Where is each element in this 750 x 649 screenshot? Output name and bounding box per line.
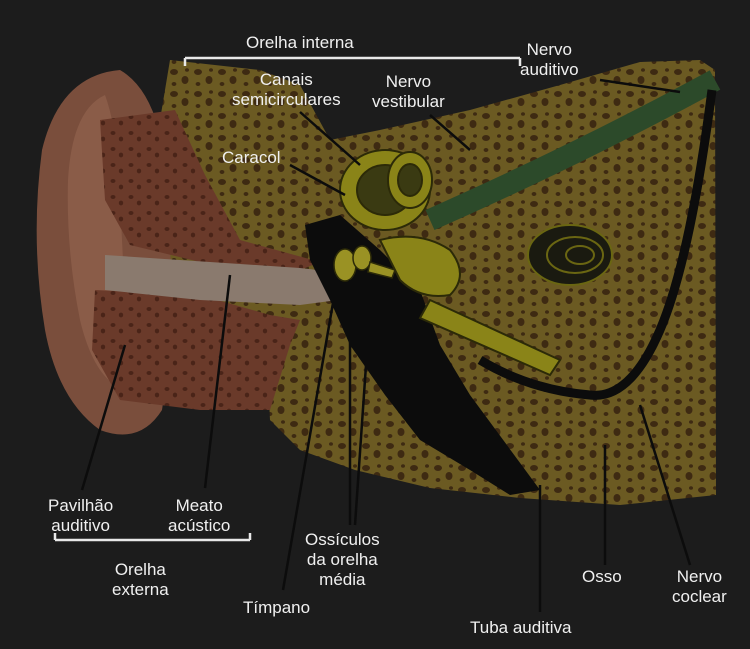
label-pinna: Pavilhão auditivo: [48, 496, 113, 536]
label-ossicles: Ossículos da orelha média: [305, 530, 380, 590]
label-ossicles-line1: Ossículos: [305, 530, 380, 550]
label-eustachian-tube: Tuba auditiva: [470, 618, 571, 638]
label-ear-canal: Meato acústico: [168, 496, 230, 536]
label-vestibular-nerve-line2: vestibular: [372, 92, 445, 112]
label-pinna-line2: auditivo: [48, 516, 113, 536]
label-cochlear-nerve-line2: coclear: [672, 587, 727, 607]
label-ossicles-line3: média: [305, 570, 380, 590]
label-pinna-line1: Pavilhão: [48, 496, 113, 516]
label-eardrum: Tímpano: [243, 598, 310, 618]
cochlea-spiral: [528, 225, 612, 285]
label-cochlear-nerve: Nervo coclear: [672, 567, 727, 607]
label-outer-ear-line2: externa: [112, 580, 169, 600]
label-cochlea: Caracol: [222, 148, 281, 168]
label-ear-canal-line2: acústico: [168, 516, 230, 536]
label-vestibular-nerve-line1: Nervo: [372, 72, 445, 92]
label-semicircular-canals: Canais semicirculares: [232, 70, 341, 110]
label-auditory-nerve: Nervo auditivo: [520, 40, 579, 80]
label-bone: Osso: [582, 567, 622, 587]
label-auditory-nerve-line2: auditivo: [520, 60, 579, 80]
label-ear-canal-line1: Meato: [168, 496, 230, 516]
label-outer-ear: Orelha externa: [112, 560, 169, 600]
label-auditory-nerve-line1: Nervo: [520, 40, 579, 60]
label-outer-ear-line1: Orelha: [112, 560, 169, 580]
label-ossicles-line2: da orelha: [305, 550, 380, 570]
label-inner-ear: Orelha interna: [246, 33, 354, 53]
label-vestibular-nerve: Nervo vestibular: [372, 72, 445, 112]
label-cochlear-nerve-line1: Nervo: [672, 567, 727, 587]
label-semicircular-canals-line1: Canais: [232, 70, 341, 90]
label-semicircular-canals-line2: semicirculares: [232, 90, 341, 110]
